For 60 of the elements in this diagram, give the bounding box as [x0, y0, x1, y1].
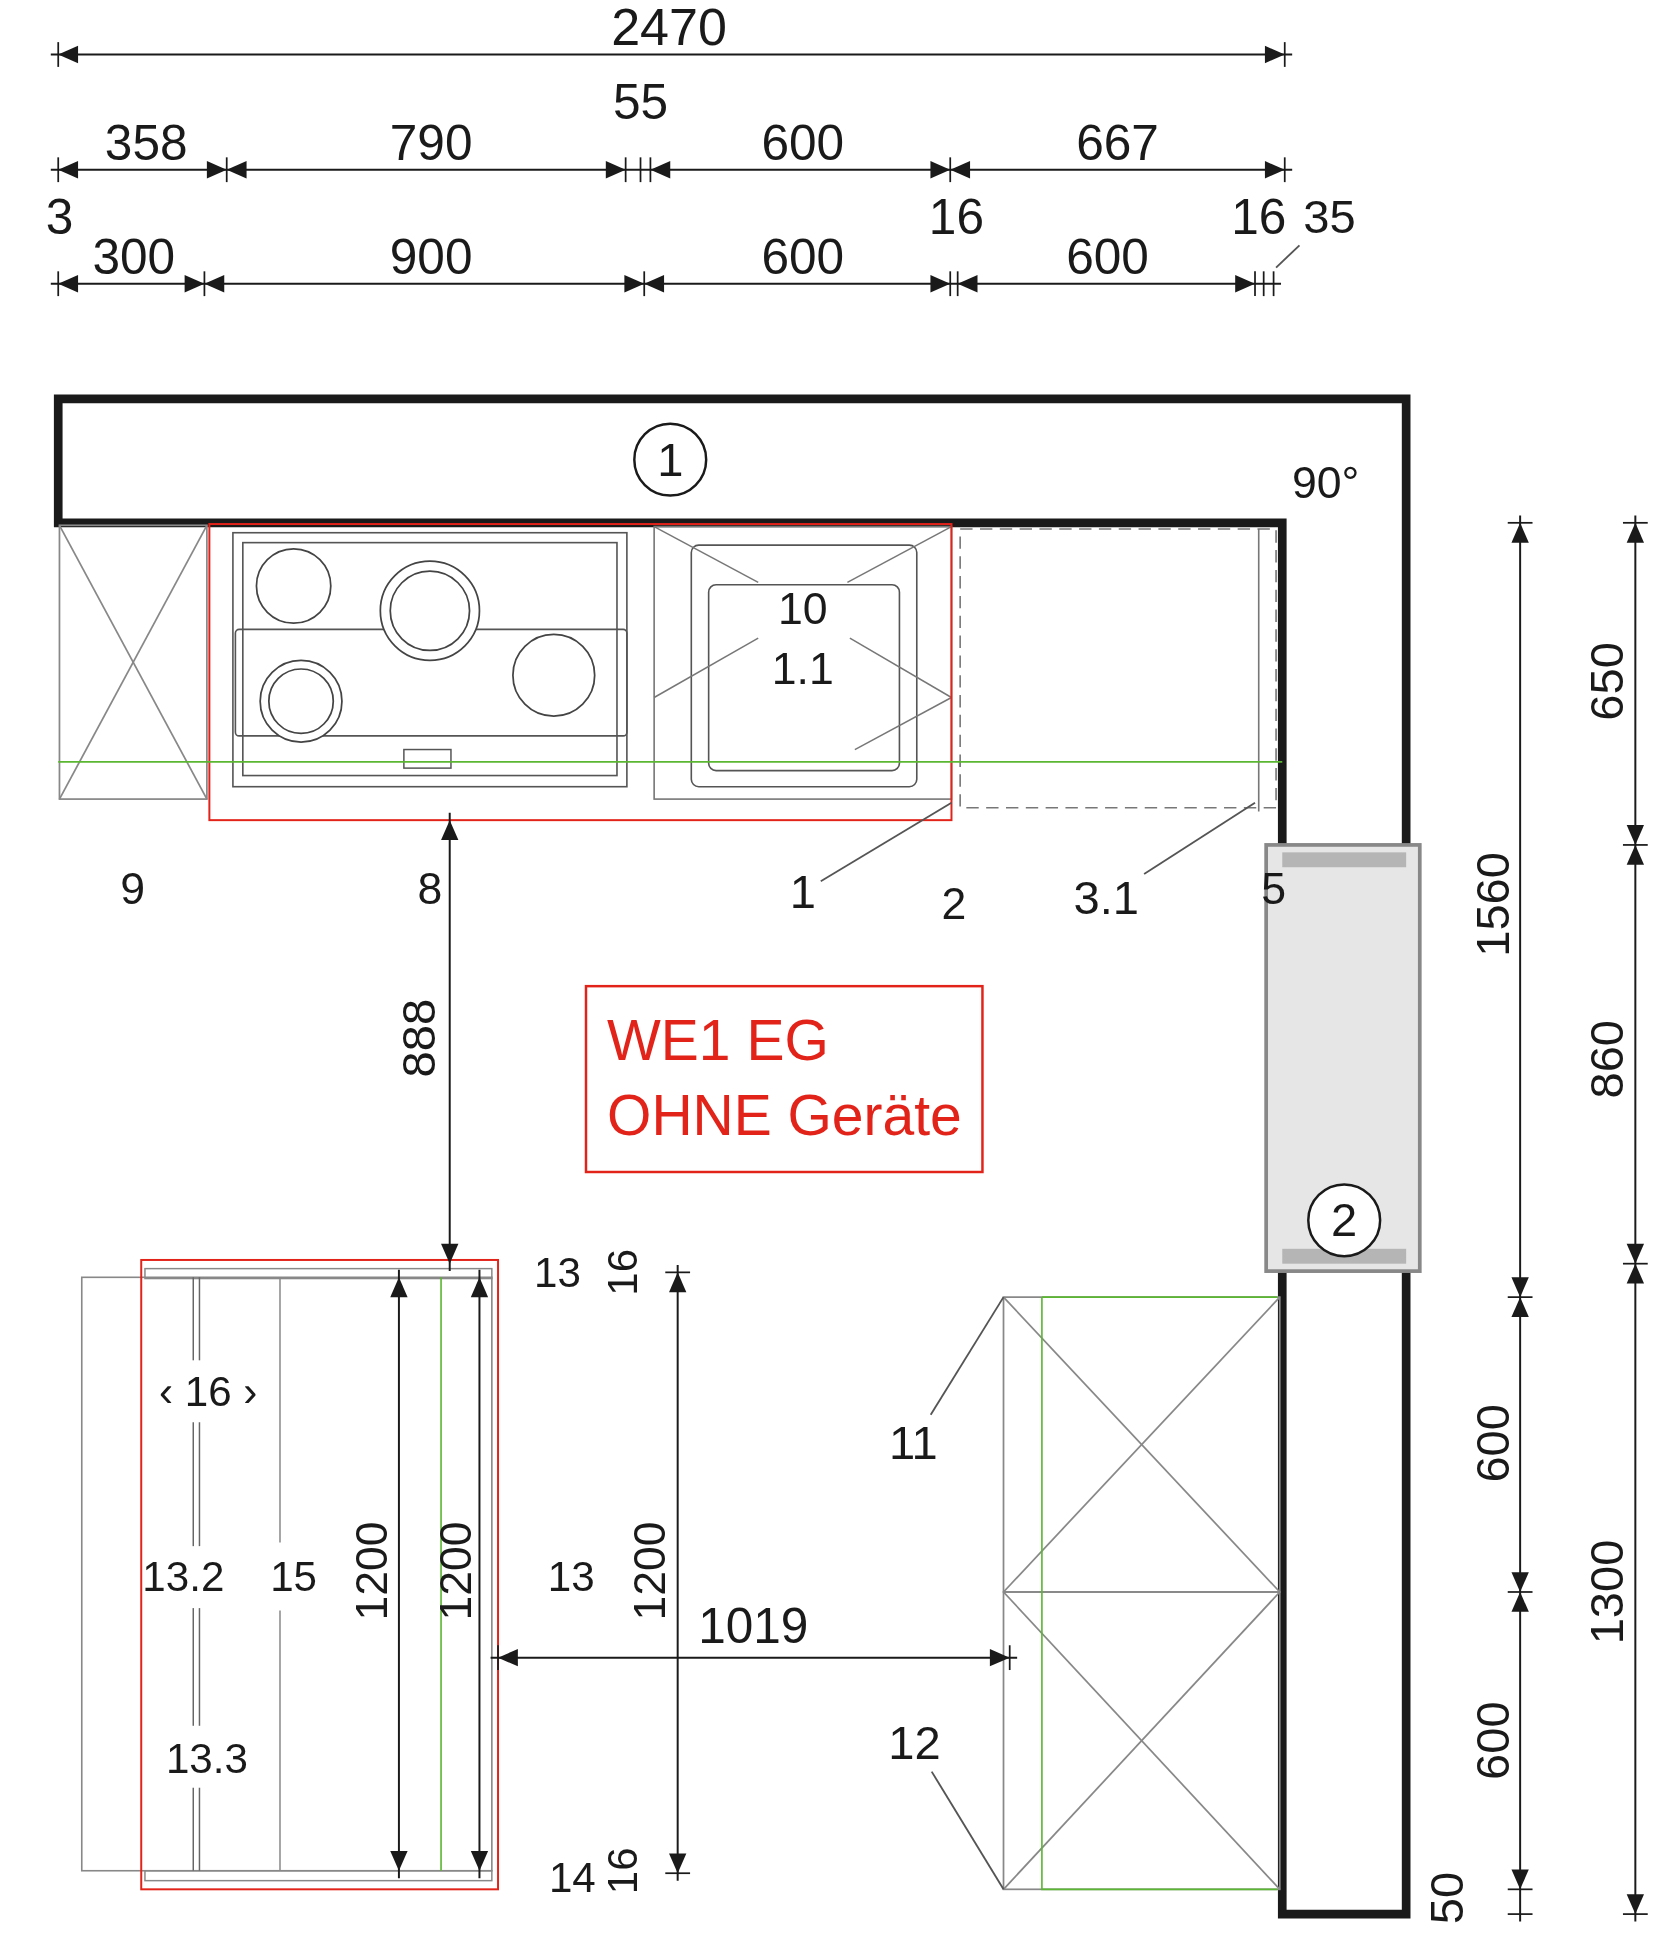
dimension-label: 1300: [1583, 1539, 1631, 1645]
dimension-label: 667: [1076, 117, 1159, 168]
callout-number: 5: [1261, 867, 1286, 912]
callout-number: 13.3: [165, 1736, 248, 1780]
dimension-label: 16: [1231, 192, 1287, 242]
callout-number: 13: [547, 1554, 595, 1597]
callout-number: 13: [534, 1251, 581, 1294]
callout-number: 13.2: [142, 1554, 225, 1597]
callout-number: 12: [888, 1719, 941, 1767]
dimension-label: 600: [1469, 1404, 1517, 1483]
dimension-label: 900: [389, 231, 473, 282]
callout-number: 10: [778, 587, 828, 632]
note-box: [584, 984, 985, 1173]
dimension-label: 1019: [698, 1600, 809, 1651]
callout-number: 16: [600, 1847, 643, 1895]
leader-line: [930, 1770, 1005, 1891]
leader-line: [1143, 801, 1256, 875]
callout-number: 8: [417, 867, 443, 912]
callout-number: 14: [548, 1855, 596, 1898]
dimension-label: 1200: [628, 1521, 673, 1621]
dimension-label: 50: [1423, 1871, 1471, 1925]
note-text: WE1 EG: [607, 1007, 830, 1075]
dimension-label: 600: [1066, 231, 1149, 282]
dimension-label: 55: [612, 76, 669, 127]
callout-number: 2: [1331, 1196, 1358, 1244]
leader-line: [819, 801, 953, 883]
dimension-label: 600: [1469, 1701, 1517, 1780]
callout-number: 1.1: [771, 646, 834, 692]
note-text: OHNE Geräte: [607, 1081, 962, 1149]
sink-drawing: [653, 525, 953, 800]
dimension-label: 790: [389, 117, 473, 168]
dimension-label: 16: [928, 192, 984, 242]
dimension-label: 860: [1583, 1020, 1631, 1099]
cabinet-drawing: [959, 528, 1277, 813]
leader-line: [929, 1296, 1005, 1416]
angle-label: 90°: [1291, 460, 1360, 506]
callout-number: 35: [1303, 193, 1356, 241]
callout-number: 1: [789, 868, 816, 916]
dimension-label: 888: [395, 998, 443, 1078]
callout-number: 11: [888, 1419, 938, 1467]
dimension-label: 650: [1583, 642, 1631, 721]
leader-line: [1275, 244, 1301, 269]
cabinet-drawing: [1002, 1591, 1281, 1891]
callout-number: ‹ 16 ›: [159, 1370, 258, 1413]
callout-number: 3.1: [1073, 874, 1139, 922]
dimension-label: 300: [92, 231, 176, 282]
dimension-label: 1200: [433, 1521, 479, 1621]
callout-number: 16: [600, 1248, 643, 1296]
callout-number: 9: [120, 867, 145, 912]
callout-number: 15: [270, 1554, 318, 1597]
callout-number: 2: [941, 882, 967, 927]
dimension-label: 2470: [611, 1, 727, 54]
dimension-label: 1560: [1469, 852, 1517, 957]
dimension-label: 600: [761, 231, 845, 282]
dimension-label: 1200: [349, 1521, 394, 1621]
dimension-label: 600: [761, 117, 845, 168]
dimension-label: 358: [104, 117, 188, 168]
callout-number: 1: [657, 436, 684, 484]
dimension-label: 3: [45, 192, 74, 242]
cabinet-drawing: [1002, 1296, 1281, 1593]
